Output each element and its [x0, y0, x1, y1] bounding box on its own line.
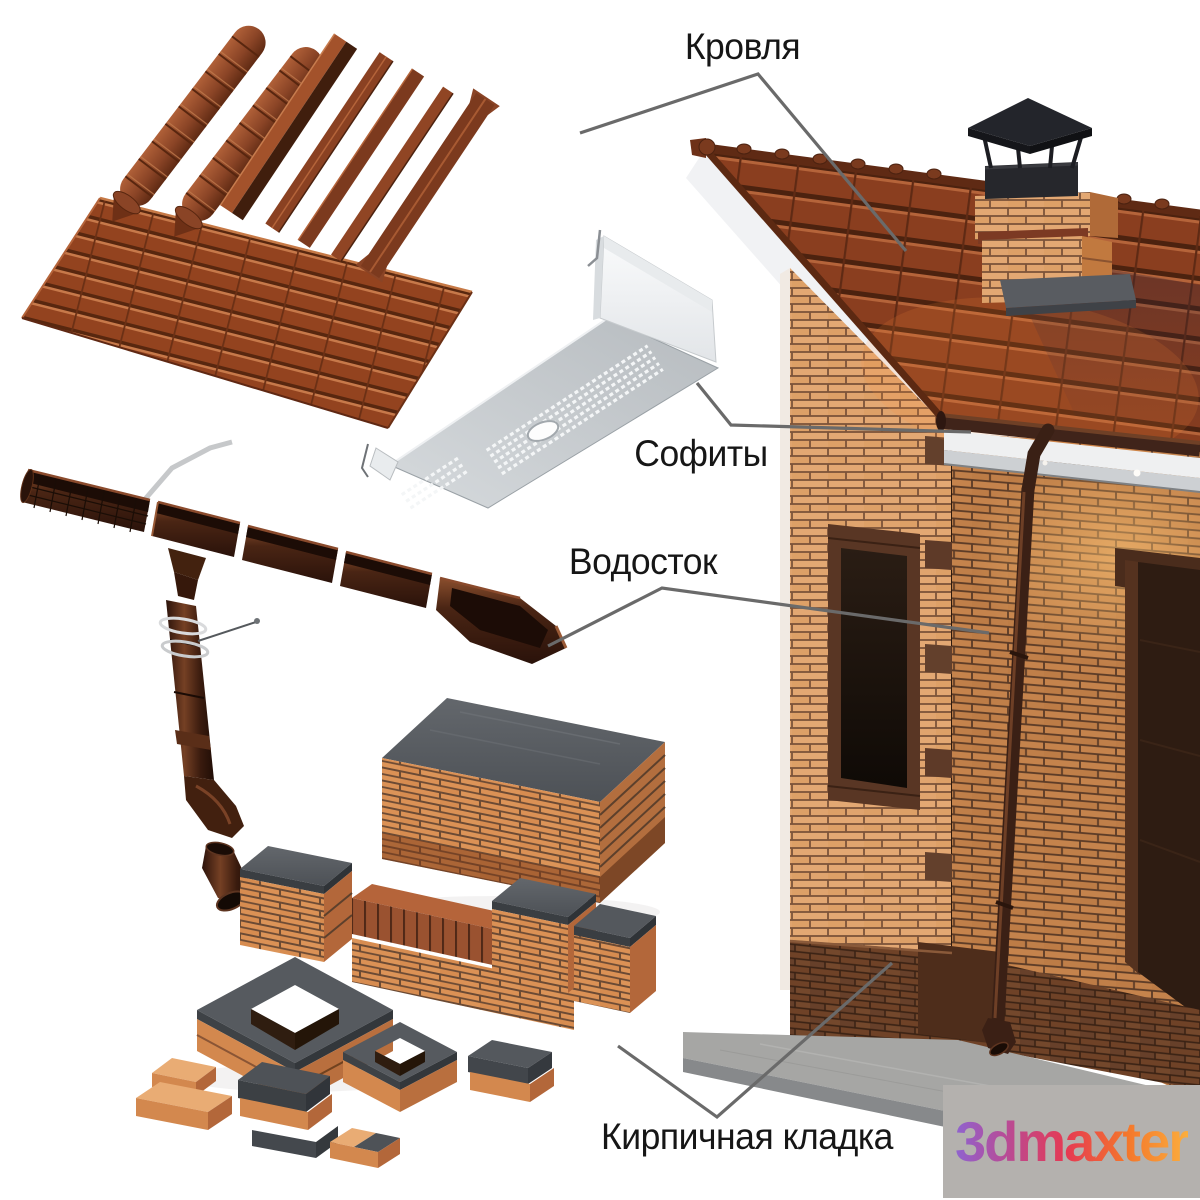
- corner-gutter: [436, 576, 568, 664]
- rowlock-course: [352, 898, 524, 972]
- house-gutter: [936, 411, 1200, 457]
- metal-tile-sheet: [21, 196, 473, 429]
- j-trim: [369, 447, 399, 481]
- pipe-clamp: [158, 616, 208, 636]
- gutter-with-leaf-guard: [20, 468, 151, 533]
- soffit-illustration: [360, 229, 720, 510]
- cap-leg: [982, 135, 993, 169]
- label-krovlya: Кровля: [684, 26, 801, 67]
- label-kirpichnaya-kladka: Кирпичная кладка: [601, 1116, 893, 1157]
- drain-outlet: [202, 841, 250, 912]
- callout-line-vodostok: [547, 586, 990, 648]
- soffit-downlight: [1042, 460, 1048, 466]
- fascia-board: [593, 235, 717, 363]
- chimney-flashing: [1000, 274, 1136, 308]
- corner-flashing: [265, 52, 394, 233]
- wind-bar-flashing: [355, 88, 500, 283]
- pipe-clamp: [160, 639, 210, 659]
- gutter-segment: [242, 524, 339, 583]
- gutter-segment: [340, 550, 433, 608]
- ridge-cap-part: [174, 47, 323, 237]
- elbow: [184, 776, 244, 838]
- mounting-wire: [587, 229, 602, 267]
- watermark-3dmaxter: 3dmaxter: [943, 1085, 1200, 1198]
- chimney-corbel: [975, 192, 1090, 240]
- roofing-kit-illustration: [21, 25, 500, 429]
- callout-line-krovlya: [579, 72, 908, 253]
- cap-leg: [1016, 147, 1022, 169]
- house-illustration: [683, 98, 1200, 1162]
- verge-edge: [703, 147, 951, 428]
- callout-line-kirpichnaya: [617, 961, 894, 1120]
- soffit-downlight: [1133, 469, 1141, 477]
- gable-corner-trim: [780, 268, 790, 990]
- brick-stack: [468, 1040, 554, 1102]
- valley-flashing: [219, 33, 358, 221]
- gutter-illustration: [20, 439, 568, 912]
- chimney-collar: [985, 162, 1078, 199]
- chimney: [968, 98, 1136, 316]
- cap-leg: [1048, 145, 1054, 169]
- brick-plinth-side: [952, 952, 1200, 1090]
- hollow-column-small: [343, 1022, 457, 1112]
- masonry-illustration: [136, 698, 666, 1168]
- pipe-clamp: [1009, 650, 1029, 660]
- corner-pier: [918, 942, 1000, 1044]
- chimney-cap: [968, 98, 1092, 146]
- house-downpipe: [982, 423, 1055, 1057]
- soffit-hole: [526, 420, 560, 442]
- pipe-clamp: [995, 900, 1014, 910]
- corner-flashing: [297, 68, 425, 248]
- label-vodostok: Водосток: [568, 541, 718, 582]
- watermark-text: 3dmaxter: [954, 1110, 1190, 1173]
- corner-flashing: [331, 86, 454, 262]
- brick-stack: [238, 1062, 338, 1158]
- pillar-wall: [240, 846, 656, 1030]
- window-opening: [827, 524, 921, 810]
- mounting-wire: [360, 443, 369, 478]
- brick-stack: [330, 1128, 400, 1168]
- label-sofity: Софиты: [634, 433, 768, 474]
- funnel-outlet: [168, 548, 206, 580]
- eaves-soffit: [943, 430, 1200, 493]
- cap-leg: [1070, 133, 1084, 169]
- hanger-strap: [138, 439, 233, 507]
- gutter-segment: [151, 500, 241, 557]
- clamp-screw: [197, 621, 257, 642]
- brick-stack: [136, 1058, 232, 1130]
- callout-line-sofity: [695, 381, 972, 434]
- callout-lines: [547, 72, 990, 1120]
- garage-opening: [1115, 548, 1200, 1018]
- ridge-cap-part: [112, 25, 266, 222]
